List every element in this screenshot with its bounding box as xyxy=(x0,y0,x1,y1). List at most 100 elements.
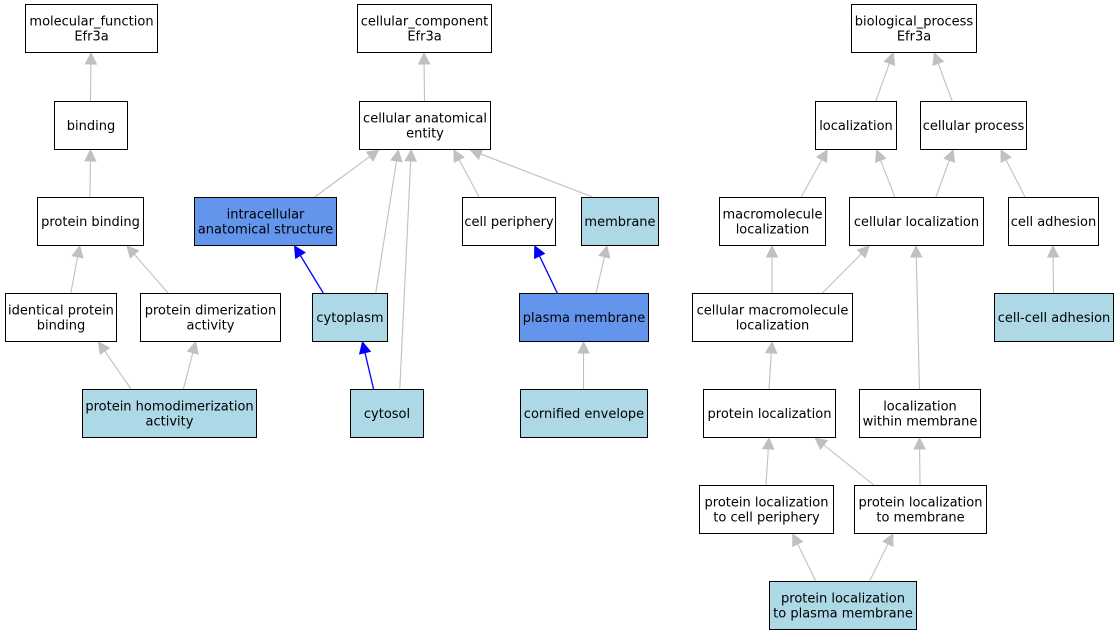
edge-membrane-to-cellular_anatomical_entity xyxy=(469,148,593,198)
edge-line xyxy=(800,159,823,198)
edge-arrowhead xyxy=(577,340,590,354)
node-box xyxy=(851,4,977,53)
node-cell-cell-adhesion[interactable]: cell-cell adhesion xyxy=(994,293,1114,342)
node-binding[interactable]: binding xyxy=(54,101,128,150)
node-label-line: intracellular xyxy=(227,208,305,223)
edge-identical_protein_binding-to-protein_binding xyxy=(70,244,84,294)
node-label-line: to plasma membrane xyxy=(773,607,913,622)
node-box xyxy=(359,101,491,150)
edge-line xyxy=(133,253,169,294)
edge-arrowhead xyxy=(765,244,779,258)
node-cytoplasm[interactable]: cytoplasm xyxy=(312,293,388,342)
node-box xyxy=(859,389,981,438)
node-label-line: macromolecule xyxy=(722,208,822,223)
node-label-line: anatomical structure xyxy=(198,223,333,238)
edge-line xyxy=(480,153,593,198)
edge-line xyxy=(880,160,896,198)
node-box xyxy=(769,581,917,630)
node-label-line: cellular_component xyxy=(361,15,489,30)
edge-arrowhead xyxy=(883,51,896,66)
node-membrane[interactable]: membrane xyxy=(581,197,659,246)
edge-cornified_envelope-to-plasma_membrane xyxy=(577,340,590,389)
node-protein-localization[interactable]: protein localization xyxy=(703,389,836,438)
edge-arrowhead xyxy=(186,340,199,355)
node-box xyxy=(82,389,257,438)
edge-line xyxy=(765,448,769,486)
edge-arrowhead xyxy=(293,245,306,260)
edge-arrowhead xyxy=(932,51,945,66)
edge-cytosol-to-cellular_anatomical_entity xyxy=(399,148,417,390)
node-protein-binding[interactable]: protein binding xyxy=(37,197,144,246)
node-label-line: protein localization xyxy=(781,592,905,607)
node-label-line: membrane xyxy=(584,215,655,230)
node-label-line: Efr3a xyxy=(897,30,931,45)
node-box xyxy=(54,101,128,150)
edge-arrowhead xyxy=(1000,149,1012,164)
edge-protein_localization_to_cell_periphery-to-protein_localization xyxy=(761,436,775,486)
edge-cellular_macromolecule_localization-to-macromolecule_localization xyxy=(765,244,779,293)
edge-line xyxy=(182,352,194,390)
edge-line xyxy=(937,63,953,102)
node-label-line: cell periphery xyxy=(464,215,554,230)
node-label-line: cell-cell adhesion xyxy=(998,311,1111,326)
node-label-line: protein localization xyxy=(859,496,983,511)
node-cellular-process[interactable]: cellular process xyxy=(920,101,1027,150)
edge-binding-to-mf_root xyxy=(84,51,98,102)
edge-line xyxy=(869,543,889,582)
node-label-line: cellular macromolecule xyxy=(697,304,849,319)
node-label-line: cytosol xyxy=(364,407,410,422)
edge-cell_adhesion-to-cellular_process xyxy=(1000,149,1026,198)
node-label-line: plasma membrane xyxy=(523,311,646,326)
node-box xyxy=(849,197,984,246)
node-label-line: localization xyxy=(736,223,810,238)
node-label-line: binding xyxy=(67,119,115,134)
edge-arrowhead xyxy=(874,148,887,164)
edge-layer xyxy=(70,51,1060,582)
edge-protein_localization_to_membrane-to-localization_within_membrane xyxy=(913,436,926,486)
node-cytosol[interactable]: cytosol xyxy=(350,389,424,438)
edge-protein_dimerization_activity-to-protein_binding xyxy=(126,245,169,294)
node-cell-adhesion[interactable]: cell adhesion xyxy=(1008,197,1099,246)
edge-plasma_membrane-to-cell_periphery xyxy=(534,244,558,294)
node-cellular-localization[interactable]: cellular localization xyxy=(849,197,984,246)
edge-cytoplasm-to-cellular_anatomical_entity xyxy=(375,148,403,294)
node-cell-periphery[interactable]: cell periphery xyxy=(462,197,556,246)
node-localization[interactable]: localization xyxy=(815,101,897,150)
node-box xyxy=(5,293,117,342)
edge-arrowhead xyxy=(97,341,111,356)
node-label-line: activity xyxy=(187,319,235,334)
edge-line xyxy=(104,350,132,390)
node-label-line: protein localization xyxy=(705,496,829,511)
node-box xyxy=(719,197,826,246)
edge-line xyxy=(797,543,817,582)
node-label-line: localization xyxy=(736,319,810,334)
node-box xyxy=(703,389,836,438)
edge-line xyxy=(538,255,558,294)
edge-arrowhead xyxy=(365,149,380,162)
edge-arrowhead xyxy=(453,149,465,164)
edge-cell_periphery-to-cellular_anatomical_entity xyxy=(453,149,480,198)
node-label-line: biological_process xyxy=(855,15,974,30)
node-box xyxy=(519,293,649,342)
node-cornified-envelope[interactable]: cornified envelope xyxy=(520,389,648,438)
edge-cytoplasm-to-intracellular_anatomical_structure xyxy=(293,245,324,294)
node-plasma-membrane[interactable]: plasma membrane xyxy=(519,293,649,342)
edge-arrowhead xyxy=(417,51,431,65)
edge-cellular_process-to-bp_root xyxy=(932,51,953,102)
edge-line xyxy=(935,160,950,198)
